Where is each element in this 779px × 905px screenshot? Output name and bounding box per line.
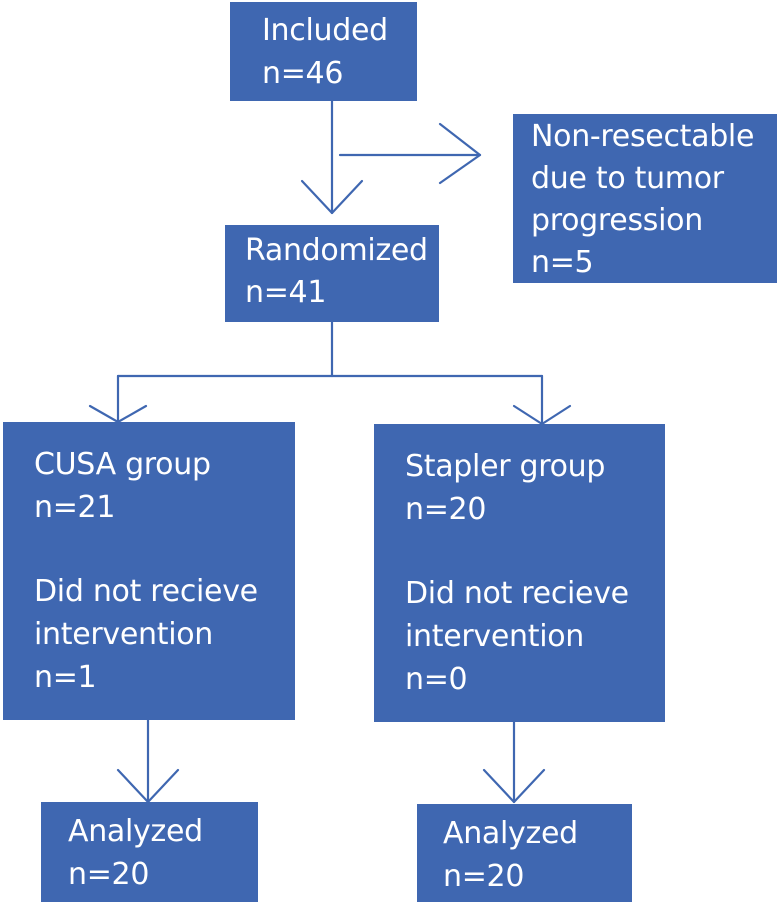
cusa-group-box: CUSA group n=21 Did not recieve interven… [3, 422, 295, 720]
stapler-note-line-2: intervention [405, 619, 584, 654]
stapler-analyzed-count: n=20 [443, 859, 525, 894]
cusa-group-label: CUSA group [34, 447, 211, 482]
randomized-box: Randomized n=41 [225, 225, 439, 322]
stapler-analyzed-box: Analyzed n=20 [417, 804, 632, 902]
cusa-note-line-1: Did not recieve [34, 574, 258, 609]
included-box: Included n=46 [230, 2, 417, 101]
cusa-note-count: n=1 [34, 660, 97, 695]
stapler-group-box: Stapler group n=20 Did not recieve inter… [374, 424, 665, 722]
excluded-line-1: Non-resectable [531, 119, 755, 154]
excluded-line-3: progression [531, 203, 703, 238]
arrowhead-exclusion [438, 122, 482, 185]
stapler-note-count: n=0 [405, 662, 468, 697]
cusa-analyzed-count: n=20 [68, 857, 150, 892]
included-count: n=46 [262, 56, 344, 91]
excluded-line-2: due to tumor [531, 161, 724, 196]
stapler-group-label: Stapler group [405, 449, 606, 484]
arrowhead-randomized [300, 179, 364, 215]
cusa-note-line-2: intervention [34, 617, 213, 652]
excluded-box: Non-resectable due to tumor progression … [513, 114, 777, 283]
included-label: Included [262, 13, 388, 48]
randomized-count: n=41 [245, 275, 327, 310]
arrowhead-stapler-analyzed [482, 768, 546, 804]
stapler-analyzed-label: Analyzed [443, 816, 578, 851]
cusa-group-count: n=21 [34, 490, 116, 525]
stapler-note-line-1: Did not recieve [405, 576, 629, 611]
excluded-count: n=5 [531, 245, 594, 280]
stapler-group-count: n=20 [405, 492, 487, 527]
cusa-analyzed-label: Analyzed [68, 814, 203, 849]
cusa-analyzed-box: Analyzed n=20 [41, 802, 258, 902]
randomized-label: Randomized [245, 233, 428, 268]
